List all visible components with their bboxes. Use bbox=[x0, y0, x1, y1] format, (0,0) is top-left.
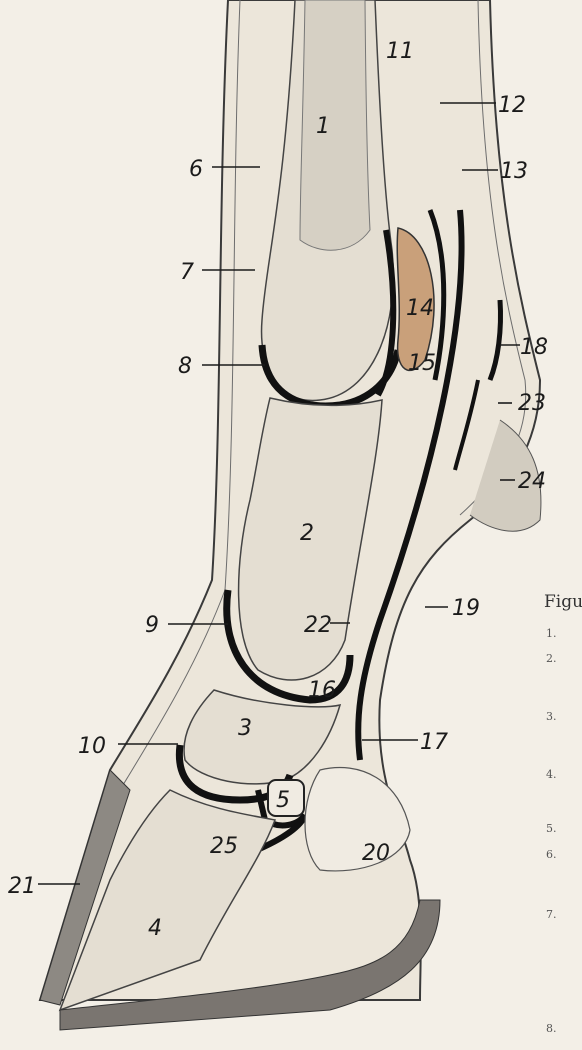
caption-number: 5. bbox=[546, 822, 557, 835]
caption-title: Figu bbox=[544, 592, 582, 612]
label-19: 19 bbox=[452, 596, 480, 621]
label-17: 17 bbox=[420, 730, 448, 755]
cannon-bone-marrow bbox=[300, 0, 370, 250]
label-21: 21 bbox=[8, 874, 36, 899]
caption-number: 7. bbox=[546, 908, 557, 921]
label-25: 25 bbox=[210, 834, 238, 859]
caption-number: 2. bbox=[546, 652, 557, 665]
label-7: 7 bbox=[180, 260, 194, 285]
label-14: 14 bbox=[406, 296, 434, 321]
label-6: 6 bbox=[189, 157, 203, 182]
label-18: 18 bbox=[520, 335, 548, 360]
caption-number: 3. bbox=[546, 710, 557, 723]
label-3: 3 bbox=[238, 716, 252, 741]
label-8: 8 bbox=[178, 354, 192, 379]
label-10: 10 bbox=[78, 734, 106, 759]
label-4: 4 bbox=[148, 916, 162, 941]
label-22: 22 bbox=[304, 613, 332, 638]
caption-number: 4. bbox=[546, 768, 557, 781]
label-20: 20 bbox=[362, 841, 390, 866]
label-5: 5 bbox=[276, 788, 290, 813]
label-11: 11 bbox=[386, 39, 414, 64]
label-9: 9 bbox=[145, 613, 159, 638]
label-23: 23 bbox=[518, 391, 546, 416]
caption-number: 1. bbox=[546, 627, 557, 640]
label-2: 2 bbox=[300, 521, 314, 546]
label-24: 24 bbox=[518, 469, 546, 494]
label-16: 16 bbox=[308, 678, 336, 703]
label-1: 1 bbox=[316, 114, 330, 139]
caption-number: 6. bbox=[546, 848, 557, 861]
label-15: 15 bbox=[408, 351, 436, 376]
label-12: 12 bbox=[498, 93, 526, 118]
caption-number: 8. bbox=[546, 1022, 557, 1035]
label-13: 13 bbox=[500, 159, 528, 184]
